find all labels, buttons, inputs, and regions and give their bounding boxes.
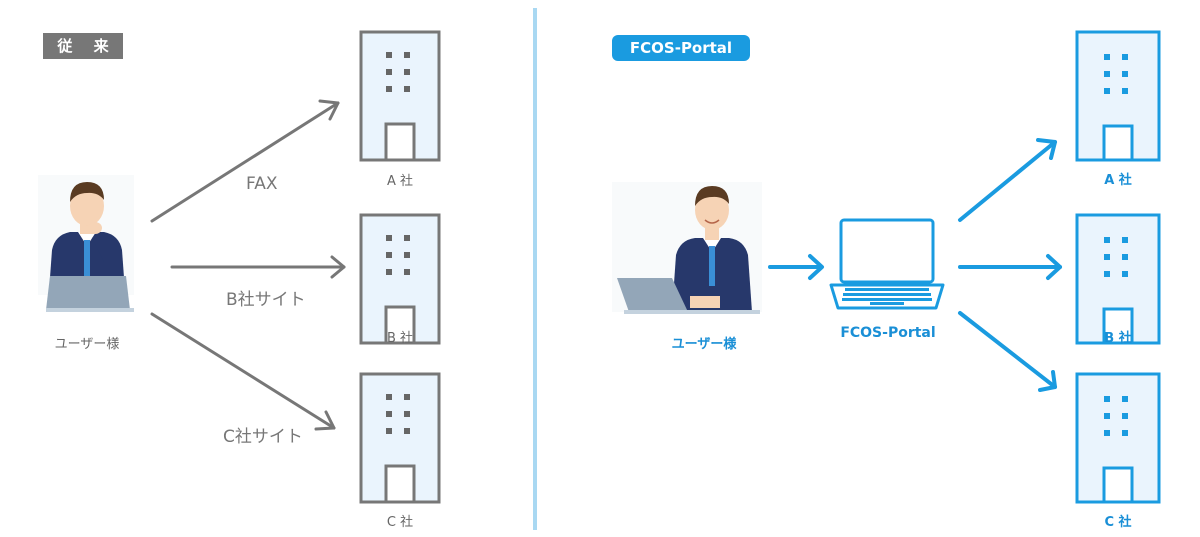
legacy-building-a-label: A 社 [386, 174, 414, 189]
portal-building-b-label: B 社 [1104, 331, 1132, 346]
portal-user-illustration [612, 182, 762, 314]
route-label-fax: FAX [246, 174, 278, 194]
portal-building-a-label: A 社 [1104, 173, 1132, 188]
route-label-c-site: C社サイト [223, 427, 303, 447]
portal-building-a [1075, 30, 1161, 162]
portal-building-c [1075, 372, 1161, 504]
portal-arrows [768, 138, 1062, 392]
legacy-tag: 従 来 [43, 33, 123, 59]
legacy-building-c [359, 372, 441, 504]
legacy-building-a [359, 30, 441, 162]
portal-laptop-icon [829, 218, 945, 310]
legacy-building-c-label: C 社 [386, 515, 414, 530]
legacy-arrows [150, 99, 346, 431]
portal-laptop-label: FCOS-Portal [840, 325, 936, 341]
portal-building-b [1075, 213, 1161, 345]
legacy-building-b-label: B 社 [386, 331, 414, 346]
route-label-b-site: B社サイト [226, 290, 306, 310]
portal-building-c-label: C 社 [1104, 515, 1132, 530]
legacy-user-label: ユーザー様 [54, 337, 120, 352]
legacy-building-b [359, 213, 441, 345]
portal-user-label: ユーザー様 [671, 337, 737, 352]
legacy-user-illustration [38, 175, 134, 312]
portal-tag: FCOS-Portal [612, 35, 750, 61]
